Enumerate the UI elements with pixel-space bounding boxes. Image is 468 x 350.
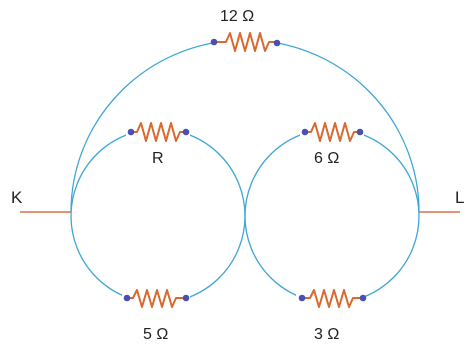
terminal-label-k: K (11, 188, 23, 207)
label-5-ohm: 5 Ω (143, 326, 168, 343)
label-3-ohm: 3 Ω (314, 326, 339, 343)
node-3-ohm-left (298, 294, 306, 302)
node-5-ohm-left (123, 294, 131, 302)
node-5-ohm-right (182, 294, 190, 302)
node-12-ohm-right (273, 39, 281, 47)
resistor-6-ohm (300, 118, 364, 142)
resistor-5-ohm-zigzag (124, 289, 186, 308)
outer-arc-wire (70, 39, 420, 213)
node-r-left (127, 128, 135, 136)
label-6-ohm: 6 Ω (314, 150, 339, 167)
node-12-ohm-left (210, 38, 218, 46)
node-r-right (182, 128, 190, 136)
resistor-r-zigzag (128, 122, 188, 142)
resistor-5-ohm (122, 288, 190, 310)
resistor-12-ohm-zigzag (214, 32, 277, 52)
node-6-ohm-left (301, 128, 309, 136)
resistor-r (126, 118, 190, 142)
node-6-ohm-right (356, 128, 364, 136)
resistor-3-ohm (296, 288, 367, 310)
label-r: R (152, 150, 164, 167)
node-3-ohm-right (359, 294, 367, 302)
label-12-ohm: 12 Ω (220, 8, 254, 25)
resistor-6-ohm-zigzag (302, 122, 362, 142)
terminal-label-l: L (455, 188, 464, 207)
resistor-3-ohm-zigzag (301, 289, 362, 308)
resistor-12-ohm (210, 30, 281, 52)
